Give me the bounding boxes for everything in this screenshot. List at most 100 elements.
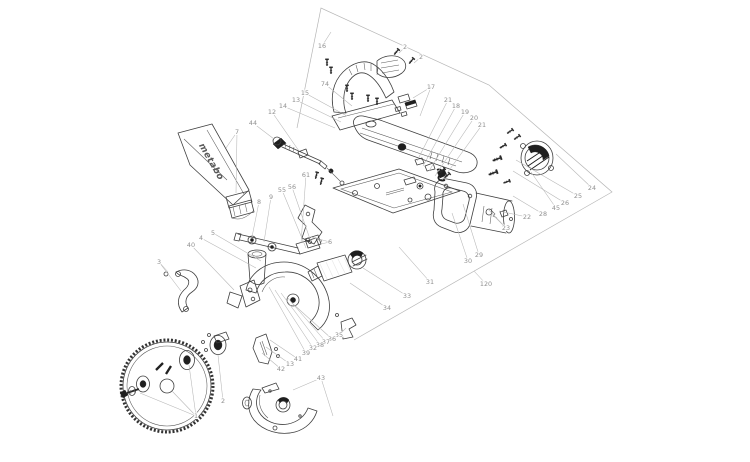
leader-line-28 (512, 195, 544, 215)
part-label-19: 19 (461, 108, 469, 116)
leader-line-44 (252, 122, 275, 140)
leader-line-8 (251, 201, 260, 238)
part-label-29: 29 (475, 251, 483, 259)
part-label-24: 24 (588, 184, 596, 192)
cable-parts (397, 143, 448, 182)
leader-line-5 (212, 232, 262, 262)
part-label-1: 1 (194, 412, 198, 420)
riving-knife-bracket (252, 333, 280, 365)
part-label-120: 120 (480, 280, 492, 288)
part-label-41: 41 (294, 355, 302, 363)
leader-line-12 (271, 111, 300, 152)
leader-line-26 (512, 170, 566, 204)
leader-line-120 (473, 270, 487, 285)
part-label-17: 17 (427, 83, 435, 91)
leader-line-25 (515, 159, 579, 197)
part-label-28: 28 (539, 210, 547, 218)
leader-line-22 (498, 210, 528, 218)
part-label-2: 2 (419, 53, 423, 61)
part-label-15: 15 (301, 89, 309, 97)
leader-line-43 (292, 377, 322, 391)
leader-line-24 (555, 153, 593, 189)
part-label-31: 31 (426, 278, 434, 286)
leader-line-37 (286, 296, 327, 343)
motor-end-bell (520, 140, 554, 176)
part-label-55: 55 (278, 186, 286, 194)
part-label-2: 2 (221, 397, 225, 405)
leader-line-17 (412, 86, 432, 99)
main-housing (226, 249, 330, 331)
part-label-22: 22 (523, 213, 531, 221)
part-label-45: 45 (552, 204, 560, 212)
leader-line-30 (451, 212, 469, 262)
dust-nozzle (225, 190, 255, 220)
part-label-39: 39 (302, 349, 310, 357)
part-label-3: 3 (157, 258, 161, 266)
leader-line-20 (434, 117, 475, 177)
part-label-33: 33 (403, 292, 411, 300)
part-label-13: 13 (286, 360, 294, 368)
leader-line-61 (300, 174, 307, 244)
leader-line-55 (281, 189, 307, 249)
part-label-12: 12 (268, 108, 276, 116)
leader-line-31 (398, 246, 431, 283)
leader-line-23 (487, 208, 507, 229)
part-label-74: 74 (321, 80, 329, 88)
leader-line-1 (188, 364, 197, 417)
part-label-36: 36 (328, 335, 336, 343)
motor-field-housing (432, 178, 515, 234)
part-label-44: 44 (249, 119, 257, 127)
leader-line-7 (235, 131, 238, 194)
leader-line-43 (320, 377, 334, 417)
leader-line-7 (225, 131, 238, 149)
leader-line-33 (362, 267, 408, 297)
part-number-labels: 1677415131412442217211819202161565598654… (156, 41, 597, 421)
leader-line-39 (268, 286, 307, 354)
part-label-21: 21 (478, 121, 486, 129)
part-label-38: 38 (316, 341, 324, 349)
brand-text: metabo (196, 142, 225, 182)
part-label-40: 40 (187, 241, 195, 249)
leader-line-17 (419, 86, 432, 117)
leader-line-1 (139, 392, 197, 417)
leader-line-35 (338, 327, 347, 336)
leader-line-15 (304, 92, 348, 117)
part-label-32: 32 (309, 344, 317, 352)
part-label-21: 21 (444, 96, 452, 104)
leader-line-19 (428, 111, 466, 172)
motor-housing-cover (353, 115, 478, 174)
guide-rail (233, 232, 301, 255)
part-label-18: 18 (452, 102, 460, 110)
leader-line-74 (324, 83, 353, 107)
part-label-13: 13 (292, 96, 300, 104)
leader-line-16 (321, 31, 332, 47)
part-label-20: 20 (470, 114, 478, 122)
leader-line-56 (291, 186, 312, 243)
spindle-flange (201, 331, 230, 355)
part-label-37: 37 (322, 338, 330, 346)
part-label-43: 43 (317, 374, 325, 382)
leader-line-13 (295, 99, 342, 123)
leader-line-6 (310, 236, 331, 243)
leader-line-36 (291, 302, 333, 340)
part-label-14: 14 (279, 102, 287, 110)
bearing-ring (347, 250, 367, 270)
part-label-16: 16 (318, 42, 326, 50)
lock-bracket (335, 313, 357, 340)
part-label-30: 30 (464, 257, 472, 265)
leader-line-18 (422, 105, 457, 167)
part-label-9: 9 (269, 193, 273, 201)
leader-line-6 (320, 241, 331, 245)
leader-line-21 (441, 124, 483, 181)
leader-line-21 (416, 99, 449, 162)
leader-line-38 (280, 292, 321, 346)
part-label-6: 6 (328, 238, 332, 246)
part-label-35: 35 (335, 331, 343, 339)
leader-line-34 (349, 282, 388, 309)
leader-line-2 (413, 56, 422, 64)
leader-line-2 (217, 354, 224, 402)
leader-line-41 (269, 339, 299, 360)
leader-line-1 (171, 390, 197, 417)
